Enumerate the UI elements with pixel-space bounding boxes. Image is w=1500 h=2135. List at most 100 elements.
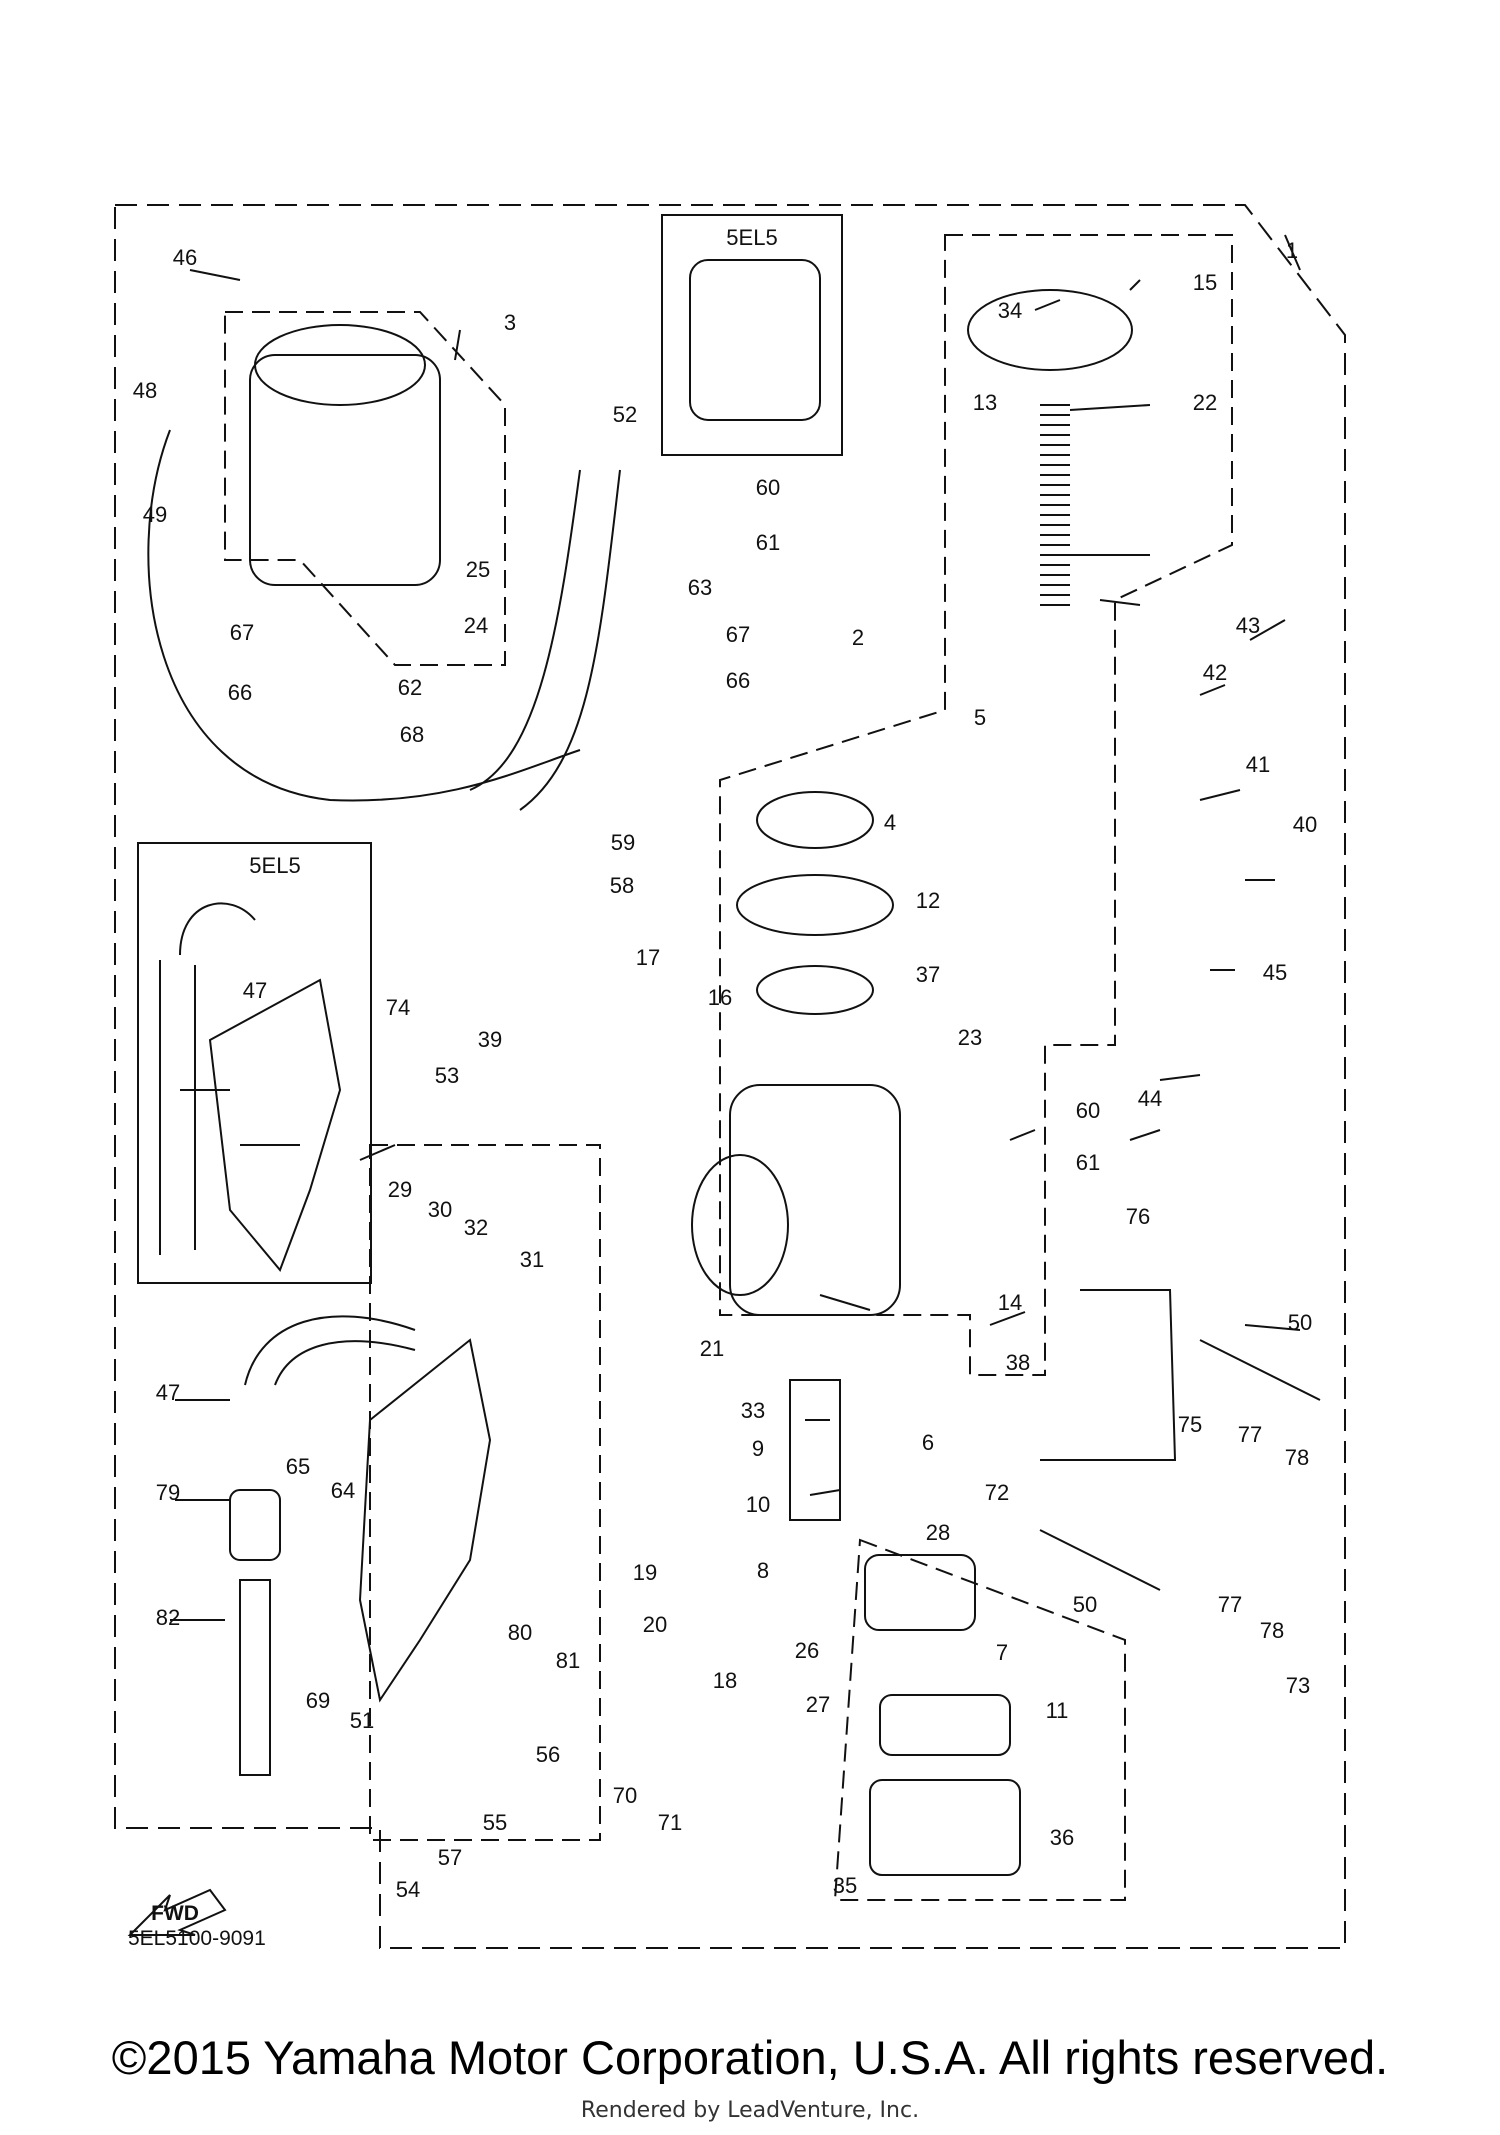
callout-61-repeat: 61 (1076, 1150, 1100, 1175)
callout-5: 5 (974, 705, 986, 730)
callout-75: 75 (1178, 1412, 1202, 1437)
rendered-by-notice: Rendered by LeadVenture, Inc. (580, 2098, 920, 2123)
callout-24: 24 (464, 613, 488, 638)
callout-6: 6 (922, 1430, 934, 1455)
callout-29: 29 (388, 1177, 412, 1202)
float-26 (864, 1554, 976, 1631)
callout-28: 28 (926, 1520, 950, 1545)
callout-82: 82 (156, 1605, 180, 1630)
callout-65: 65 (286, 1454, 310, 1479)
callout-31: 31 (520, 1247, 544, 1272)
callout-26: 26 (795, 1638, 819, 1663)
copyright-notice: ©2015 Yamaha Motor Corporation, U.S.A. A… (111, 2031, 1389, 2084)
diaphragm-12 (736, 874, 894, 936)
callout-25: 25 (466, 557, 490, 582)
callout-4: 4 (884, 810, 896, 835)
callout-70: 70 (613, 1783, 637, 1808)
callout-21: 21 (700, 1336, 724, 1361)
callout-62: 62 (398, 675, 422, 700)
callout-12: 12 (916, 888, 940, 913)
callout-14: 14 (998, 1290, 1022, 1315)
callout-69: 69 (306, 1688, 330, 1713)
callout-35: 35 (833, 1873, 857, 1898)
callout-38: 38 (1006, 1350, 1030, 1375)
callout-78: 78 (1285, 1445, 1309, 1470)
callout-77-repeat: 77 (1218, 1592, 1242, 1617)
callout-42: 42 (1203, 660, 1227, 685)
hose-82 (239, 1579, 271, 1776)
callout-17: 17 (636, 945, 660, 970)
callout-64: 64 (331, 1478, 355, 1503)
callout-1: 1 (1286, 238, 1298, 263)
inset-box-left (137, 842, 372, 1284)
callout-59: 59 (611, 830, 635, 855)
callout-16: 16 (708, 985, 732, 1010)
callout-43: 43 (1236, 613, 1260, 638)
intake-bore (691, 1154, 789, 1296)
callout-40: 40 (1293, 812, 1317, 837)
throttle-bracket (1040, 1289, 1177, 1461)
callout-15: 15 (1193, 270, 1217, 295)
harness-loop (147, 429, 621, 811)
inset-box-top (661, 214, 843, 456)
top-inset-carb (689, 259, 821, 421)
callout-10: 10 (746, 1492, 770, 1517)
float-bowl (869, 1779, 1021, 1876)
callout-47-repeat: 47 (156, 1380, 180, 1405)
callout-36: 36 (1050, 1825, 1074, 1850)
carb-body-center (729, 1084, 901, 1316)
diaphragm-cover-13 (967, 289, 1133, 371)
left-inset-hose (159, 902, 256, 1255)
callout-44: 44 (1138, 1086, 1162, 1111)
subassembly-2-outline (719, 234, 1233, 1376)
fuel-filter-79 (229, 1489, 281, 1561)
callout-23: 23 (958, 1025, 982, 1050)
seal-37 (756, 965, 874, 1015)
callout-45: 45 (1263, 960, 1287, 985)
float-chamber-outline (833, 1538, 1126, 1901)
spring-13 (1040, 404, 1070, 606)
callout-41: 41 (1246, 752, 1270, 777)
callout-3: 3 (504, 310, 516, 335)
callout-73: 73 (1286, 1673, 1310, 1698)
callout-77: 77 (1238, 1422, 1262, 1447)
left-inset-plate (208, 978, 342, 1272)
callout-numbers: 1234567891011121314151617181920212223242… (133, 238, 1317, 1902)
callout-66-repeat: 66 (726, 668, 750, 693)
callout-57: 57 (438, 1845, 462, 1870)
gasket-11 (879, 1694, 1011, 1756)
callout-9: 9 (752, 1436, 764, 1461)
callout-18: 18 (713, 1668, 737, 1693)
callout-56: 56 (536, 1742, 560, 1767)
callout-61: 61 (756, 530, 780, 555)
callout-52: 52 (613, 402, 637, 427)
callout-30: 30 (428, 1197, 452, 1222)
callout-47: 47 (243, 978, 267, 1003)
callout-32: 32 (464, 1215, 488, 1240)
callout-66: 66 (228, 680, 252, 705)
callout-72: 72 (985, 1480, 1009, 1505)
main-jet-area (789, 1379, 841, 1521)
fwd-label: FWD (151, 1902, 199, 1925)
callout-58: 58 (610, 873, 634, 898)
callout-60-repeat: 60 (1076, 1098, 1100, 1123)
callout-50-repeat: 50 (1073, 1592, 1097, 1617)
callout-20: 20 (643, 1612, 667, 1637)
callout-19: 19 (633, 1560, 657, 1585)
callout-8: 8 (757, 1558, 769, 1583)
assembly-outline (114, 204, 1346, 1949)
subassembly-3-outline (224, 311, 506, 666)
callout-7: 7 (996, 1640, 1008, 1665)
carb-body-main (249, 354, 441, 586)
inset-title-left: 5EL5 (249, 853, 300, 878)
piston-4 (756, 791, 874, 849)
callout-11: 11 (1046, 1698, 1069, 1723)
callout-50: 50 (1288, 1310, 1312, 1335)
callout-34: 34 (998, 298, 1022, 323)
callout-37: 37 (916, 962, 940, 987)
callout-63: 63 (688, 575, 712, 600)
hose-47 (244, 1315, 416, 1386)
callout-22: 22 (1193, 390, 1217, 415)
callout-54: 54 (396, 1877, 420, 1902)
